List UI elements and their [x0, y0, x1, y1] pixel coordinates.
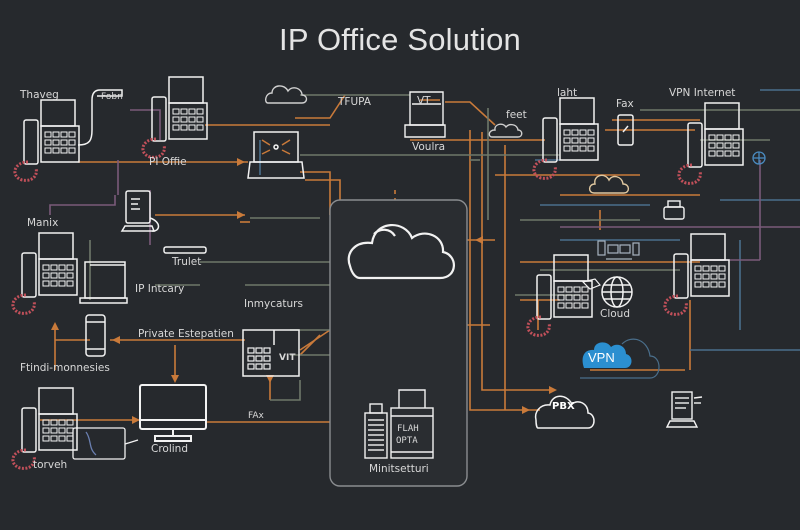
label-laht: laht [557, 87, 578, 99]
arrow-icon [237, 158, 245, 166]
label-torveh: torveh [33, 459, 68, 471]
label-private-estepatien: Private Estepatien [138, 328, 234, 340]
mobile-phone-icon[interactable] [617, 114, 634, 146]
label-vpn-internet: VPN Internet [669, 87, 736, 99]
laptop-ip-intcary-icon[interactable] [79, 261, 128, 304]
label-ftindi-monnesies: Ftindi-monnesies [20, 362, 110, 374]
monitor-icon[interactable] [139, 384, 207, 442]
map-screen-icon [72, 427, 139, 460]
label-feet: feet [506, 109, 527, 121]
label-pbx: PBX [552, 401, 575, 412]
label-opta: OPTA [396, 436, 418, 446]
printer-icon[interactable] [663, 200, 685, 220]
label-thaveg: Thaveg [20, 89, 59, 101]
arrowheads [51, 158, 557, 426]
desk-phone-pi-office-icon[interactable] [141, 75, 209, 159]
label-ip-intcary: IP Intcary [135, 283, 185, 295]
flash-appliance-icon[interactable] [390, 389, 434, 459]
label-fobn: Fobn [101, 92, 123, 102]
arrow-icon [549, 386, 557, 394]
cloud-icon-small [264, 85, 308, 104]
vpn-badge-icon[interactable] [582, 342, 632, 368]
desk-phone-bottom-left-icon[interactable] [11, 386, 79, 470]
vt-terminal-icon[interactable] [404, 91, 446, 138]
computer-terminal-icon[interactable] [665, 391, 703, 428]
central-cloud-icon[interactable] [347, 224, 455, 280]
crosshair-icon [752, 151, 766, 165]
computer-cluster-icon [597, 240, 640, 260]
cloud-icon-right [588, 174, 630, 194]
tablet-icon[interactable] [120, 190, 160, 232]
pbx-cloud-icon[interactable] [534, 395, 595, 429]
arrow-icon [475, 236, 483, 244]
connection-lines [40, 89, 800, 423]
switch-icon[interactable] [163, 246, 207, 254]
orange-links [40, 94, 700, 423]
label-trulet: Trulet [172, 256, 202, 268]
hand-icon [581, 278, 601, 290]
arrow-icon [171, 375, 179, 383]
label-cloud: Cloud [600, 308, 630, 320]
cable-icon [77, 89, 123, 146]
desk-phone-right-middle-icon[interactable] [663, 232, 731, 316]
label-pi-office: PI Offie [149, 156, 187, 168]
cloud-icon-feet [488, 123, 523, 138]
globe-icon[interactable] [601, 276, 633, 308]
arrow-icon [237, 211, 245, 219]
label-fax-bottom: FAx [248, 411, 264, 421]
label-crolind: Crolind [151, 443, 188, 455]
label-vit: VIT [279, 353, 296, 363]
arrow-icon [522, 406, 530, 414]
smartphone-icon[interactable] [85, 314, 106, 357]
keypad-unit-icon[interactable] [242, 329, 300, 377]
page-title: IP Office Solution [279, 22, 521, 57]
label-voulra: Voulra [412, 141, 446, 153]
label-flah: FLAH [397, 424, 419, 434]
desk-phone-manix-icon[interactable] [11, 231, 79, 315]
vpn-cloud-outline [580, 338, 660, 379]
desk-phone-laht-icon[interactable] [532, 96, 600, 180]
gray-links [89, 94, 800, 401]
label-manix: Manix [27, 217, 59, 229]
server-icon[interactable] [364, 403, 388, 459]
label-tfupa: TFUPA [338, 96, 371, 108]
arrow-icon [51, 322, 59, 330]
label-vpn: VPN [588, 350, 615, 365]
label-vt-top: VT [417, 95, 431, 107]
arrow-icon [132, 416, 140, 424]
desk-phone-vpn-internet-icon[interactable] [677, 101, 745, 185]
arrow-icon [112, 336, 120, 344]
label-minitsetturi: Minitsetturi [369, 463, 429, 475]
label-fax-top: Fax [616, 98, 634, 110]
label-inmycaturs: Inmycaturs [244, 298, 303, 310]
desk-phone-top-left-icon[interactable] [13, 98, 81, 182]
arrow-icon [266, 375, 274, 383]
laptop-icon[interactable] [247, 131, 305, 179]
